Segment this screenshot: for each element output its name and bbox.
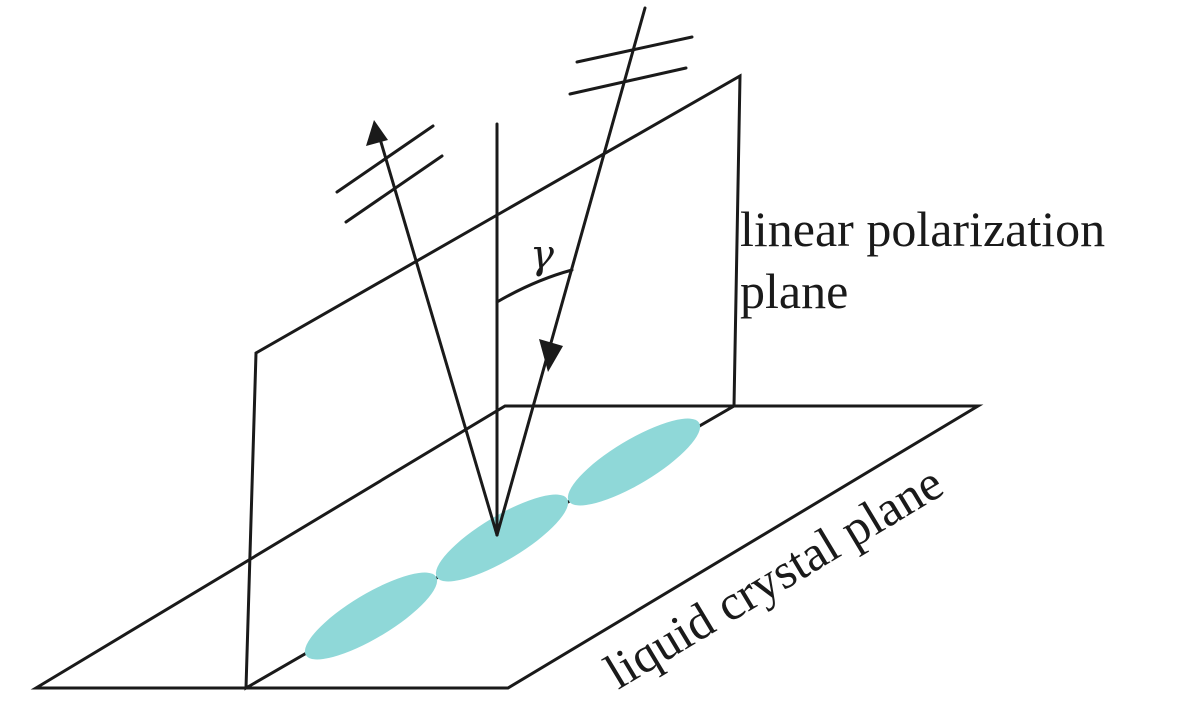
reflected-ray xyxy=(376,130,499,537)
angle-gamma-label: γ xyxy=(530,232,554,278)
polarization-plane xyxy=(244,73,742,691)
molecule-2 xyxy=(435,494,569,582)
polarization-plane-label-line1: linear polarization xyxy=(740,201,1105,257)
angle-arc xyxy=(495,268,574,304)
reflected-polarization-marks xyxy=(335,124,444,224)
incident-polarization-marks xyxy=(568,35,694,96)
reflected-ray-arrowhead xyxy=(366,120,388,146)
molecule-1 xyxy=(304,572,438,660)
liquid-crystal-molecules xyxy=(304,418,701,660)
molecule-3 xyxy=(567,418,701,506)
liquid-crystal-plane xyxy=(30,404,984,690)
crystal-plane-label: liquid crystal plane xyxy=(595,454,952,699)
incident-ray-arrowhead xyxy=(539,339,563,372)
polarization-plane-label-line2: plane xyxy=(740,263,848,319)
